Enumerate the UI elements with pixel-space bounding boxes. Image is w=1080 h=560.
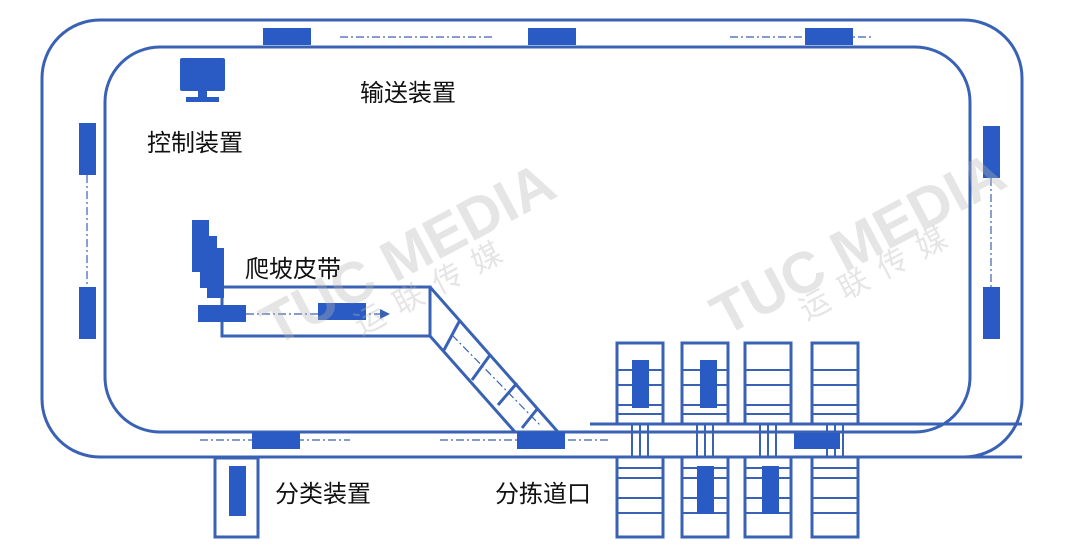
label-conveyor: 输送装置 [360,79,456,107]
label-climbing-belt: 爬坡皮带 [245,255,341,283]
direction-arrow [380,309,390,319]
label-control: 控制装置 [147,129,243,157]
monitor-icon [180,58,225,102]
label-classifier: 分类装置 [275,480,371,508]
outer-conveyor-loop [40,18,1024,459]
classifier-box [213,456,260,539]
sorting-chute-top [743,341,793,426]
packages [79,28,1000,516]
sorting-chute-top [810,341,860,426]
climbing-belt-slope [428,286,560,433]
label-sorting-exit: 分拣道口 [495,480,591,508]
